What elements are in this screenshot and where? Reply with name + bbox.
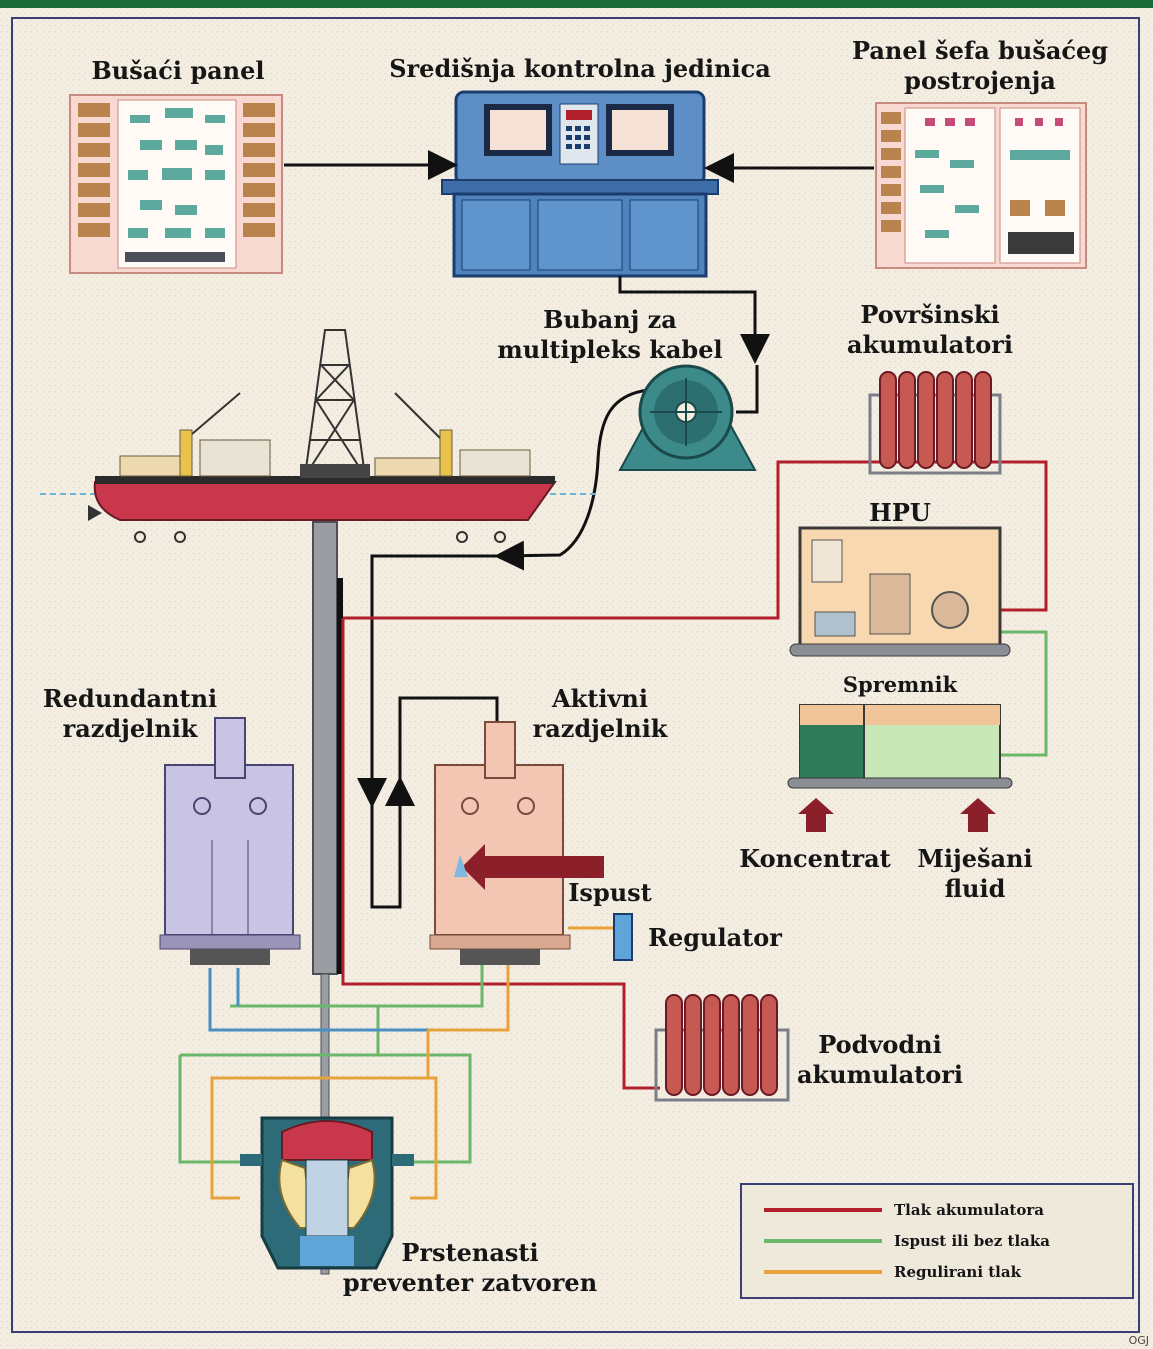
legend-swatch-vent <box>764 1239 882 1243</box>
surface-accumulators-rack <box>868 371 1002 475</box>
hpu-unit <box>789 526 1011 657</box>
redundant-pod <box>159 717 301 965</box>
cable-drum-label: Bubanj za multipleks kabel <box>497 305 723 364</box>
legend-item-vent: Ispust ili bez tlaka <box>764 1228 1050 1254</box>
legend-swatch-regulated <box>764 1270 882 1274</box>
regulated-pressure-lines <box>210 926 614 1200</box>
subsea-accumulators-label: Podvodni akumulatori <box>797 1030 963 1089</box>
vent-label: Ispust <box>568 878 652 907</box>
legend-swatch-accumulator <box>764 1208 882 1212</box>
rig-chief-panel <box>875 102 1087 269</box>
legend-label-vent: Ispust ili bez tlaka <box>894 1232 1050 1250</box>
central-control-unit <box>441 90 719 278</box>
drilling-panel <box>69 94 283 274</box>
pod-supply-lines <box>208 968 428 1032</box>
source-credit: OGJ <box>1128 1334 1149 1347</box>
top-frame-bar <box>0 0 1153 8</box>
legend-item-accumulator: Tlak akumulatora <box>764 1197 1044 1223</box>
active-pod-label: Aktivni razdjelnik <box>532 684 668 743</box>
multiplex-cable-drum <box>618 364 757 471</box>
concentrate-label: Koncentrat <box>739 844 891 873</box>
tank-label: Spremnik <box>842 672 958 697</box>
hpu-label: HPU <box>869 498 931 527</box>
subsea-accumulators-rack <box>654 994 790 1102</box>
vent-arrow <box>462 844 604 890</box>
mixed-fluid-label: Miješani fluid <box>917 844 1033 903</box>
regulator-label: Regulator <box>648 923 782 952</box>
central-control-unit-label: Središnja kontrolna jedinica <box>389 54 771 83</box>
tank <box>787 704 1013 832</box>
regulator-valve <box>613 913 633 961</box>
control-cables <box>284 150 874 909</box>
legend-item-regulated: Regulirani tlak <box>764 1259 1021 1285</box>
legend: Tlak akumulatora Ispust ili bez tlaka Re… <box>740 1183 1134 1299</box>
legend-label-regulated: Regulirani tlak <box>894 1263 1021 1281</box>
drilling-panel-label: Bušaći panel <box>91 56 265 85</box>
diagram-border <box>11 17 1140 1333</box>
active-pod <box>429 721 604 965</box>
drillship <box>40 329 600 543</box>
rig-chief-panel-label: Panel šefa bušaćeg postrojenja <box>851 36 1109 95</box>
annular-preventer-label: Prstenasti preventer zatvoren <box>342 1238 598 1297</box>
redundant-pod-label: Redundantni razdjelnik <box>42 684 218 743</box>
annular-preventer <box>240 1116 414 1270</box>
legend-label-accumulator: Tlak akumulatora <box>894 1201 1044 1219</box>
surface-accumulators-label: Površinski akumulatori <box>847 300 1013 359</box>
